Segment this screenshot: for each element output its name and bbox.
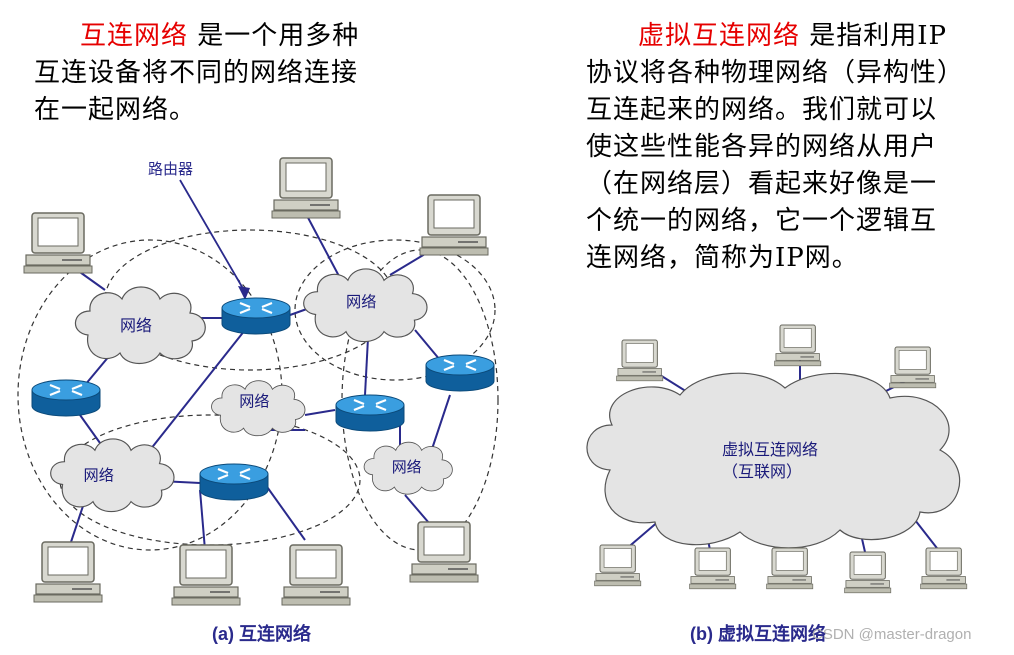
left-line2: 互连设备将不同的网络连接 — [34, 58, 359, 88]
computer-icon — [889, 346, 937, 389]
cloud-network: 网络 — [303, 268, 428, 343]
computer-icon — [281, 544, 351, 606]
diagram-b: 虚拟互连网络 （互联网） — [586, 324, 968, 594]
caption-b: (b) 虚拟互连网络 — [690, 624, 826, 644]
router-label: 路由器 — [148, 160, 193, 178]
virtual-cloud-label-line2: （互联网） — [722, 462, 802, 481]
computer-icon — [409, 521, 479, 583]
right-line2: 协议将各种物理网络（异构性） — [586, 58, 965, 88]
computer-icon — [844, 551, 892, 594]
cloud-label: 网络 — [84, 467, 114, 485]
computer-icon — [419, 194, 489, 256]
cloud-label: 网络 — [120, 316, 152, 335]
cloud-network: 网络 — [74, 286, 206, 365]
cloud-label: 网络 — [239, 393, 269, 411]
caption-a: (a) 互连网络 — [212, 624, 311, 644]
computer-icon — [33, 541, 103, 603]
right-line3: 互连起来的网络。我们就可以 — [586, 95, 938, 125]
virtual-cloud-label-line1: 虚拟互连网络 — [722, 440, 818, 459]
router-icon — [30, 378, 102, 418]
left-term: 互连网络 — [80, 21, 189, 51]
cloud-network: 网络 — [363, 441, 453, 495]
virtual-network-cloud — [586, 372, 961, 549]
cloud-network: 网络 — [50, 438, 175, 513]
right-line5: （在网络层）看起来好像是一 — [586, 169, 938, 199]
router-icon — [198, 462, 270, 502]
computer-icon — [920, 547, 968, 590]
router-icon — [334, 393, 406, 433]
computer-icon — [23, 212, 93, 274]
computer-icon — [616, 339, 664, 382]
cloud-label: 网络 — [392, 458, 422, 476]
cloud-network: 网络 — [211, 380, 306, 437]
right-line4: 使这些性能各异的网络从用户 — [586, 132, 938, 162]
left-line1: 是一个用多种 — [188, 21, 360, 51]
right-line1: 是指利用IP — [800, 21, 948, 51]
computer-icon — [689, 547, 737, 590]
right-description: 虚拟互连网络 是指利用IP 协议将各种物理网络（异构性） 互连起来的网络。我们就… — [586, 18, 964, 277]
computer-icon — [774, 324, 822, 367]
diagram-a: 路由器 网络 网络 网络 网络 网络 — [17, 157, 499, 606]
router-pointer — [179, 179, 246, 293]
arrow-head-icon — [238, 286, 250, 300]
watermark: CSDN @master-dragon — [812, 626, 972, 643]
router-icon — [424, 353, 496, 393]
right-line6: 个统一的网络，它一个逻辑互 — [586, 206, 938, 236]
computer-icon — [171, 544, 241, 606]
computer-icon — [594, 544, 642, 587]
router-icon — [220, 296, 292, 336]
left-description: 互连网络 是一个用多种 互连设备将不同的网络连接 在一起网络。 — [34, 18, 359, 129]
right-term: 虚拟互连网络 — [638, 21, 801, 51]
left-line3: 在一起网络。 — [34, 95, 197, 125]
computer-icon — [766, 547, 814, 590]
computer-icon — [271, 157, 341, 219]
right-line7: 连网络，简称为IP网。 — [586, 243, 859, 273]
cloud-label: 网络 — [346, 293, 376, 311]
network-boundary — [294, 239, 496, 381]
